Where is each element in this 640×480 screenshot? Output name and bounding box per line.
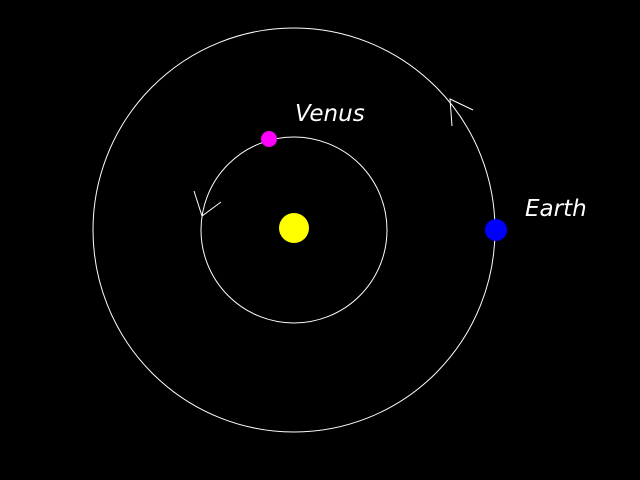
venus-orbit-direction-arrow xyxy=(193,190,222,217)
earth-label: Earth xyxy=(525,196,587,222)
earth-orbit-direction-arrow xyxy=(449,98,474,127)
venus-label: Venus xyxy=(295,101,365,127)
earth-planet xyxy=(485,219,507,241)
venus-orbit xyxy=(200,136,388,324)
venus-planet xyxy=(261,131,277,147)
sun xyxy=(279,213,309,243)
